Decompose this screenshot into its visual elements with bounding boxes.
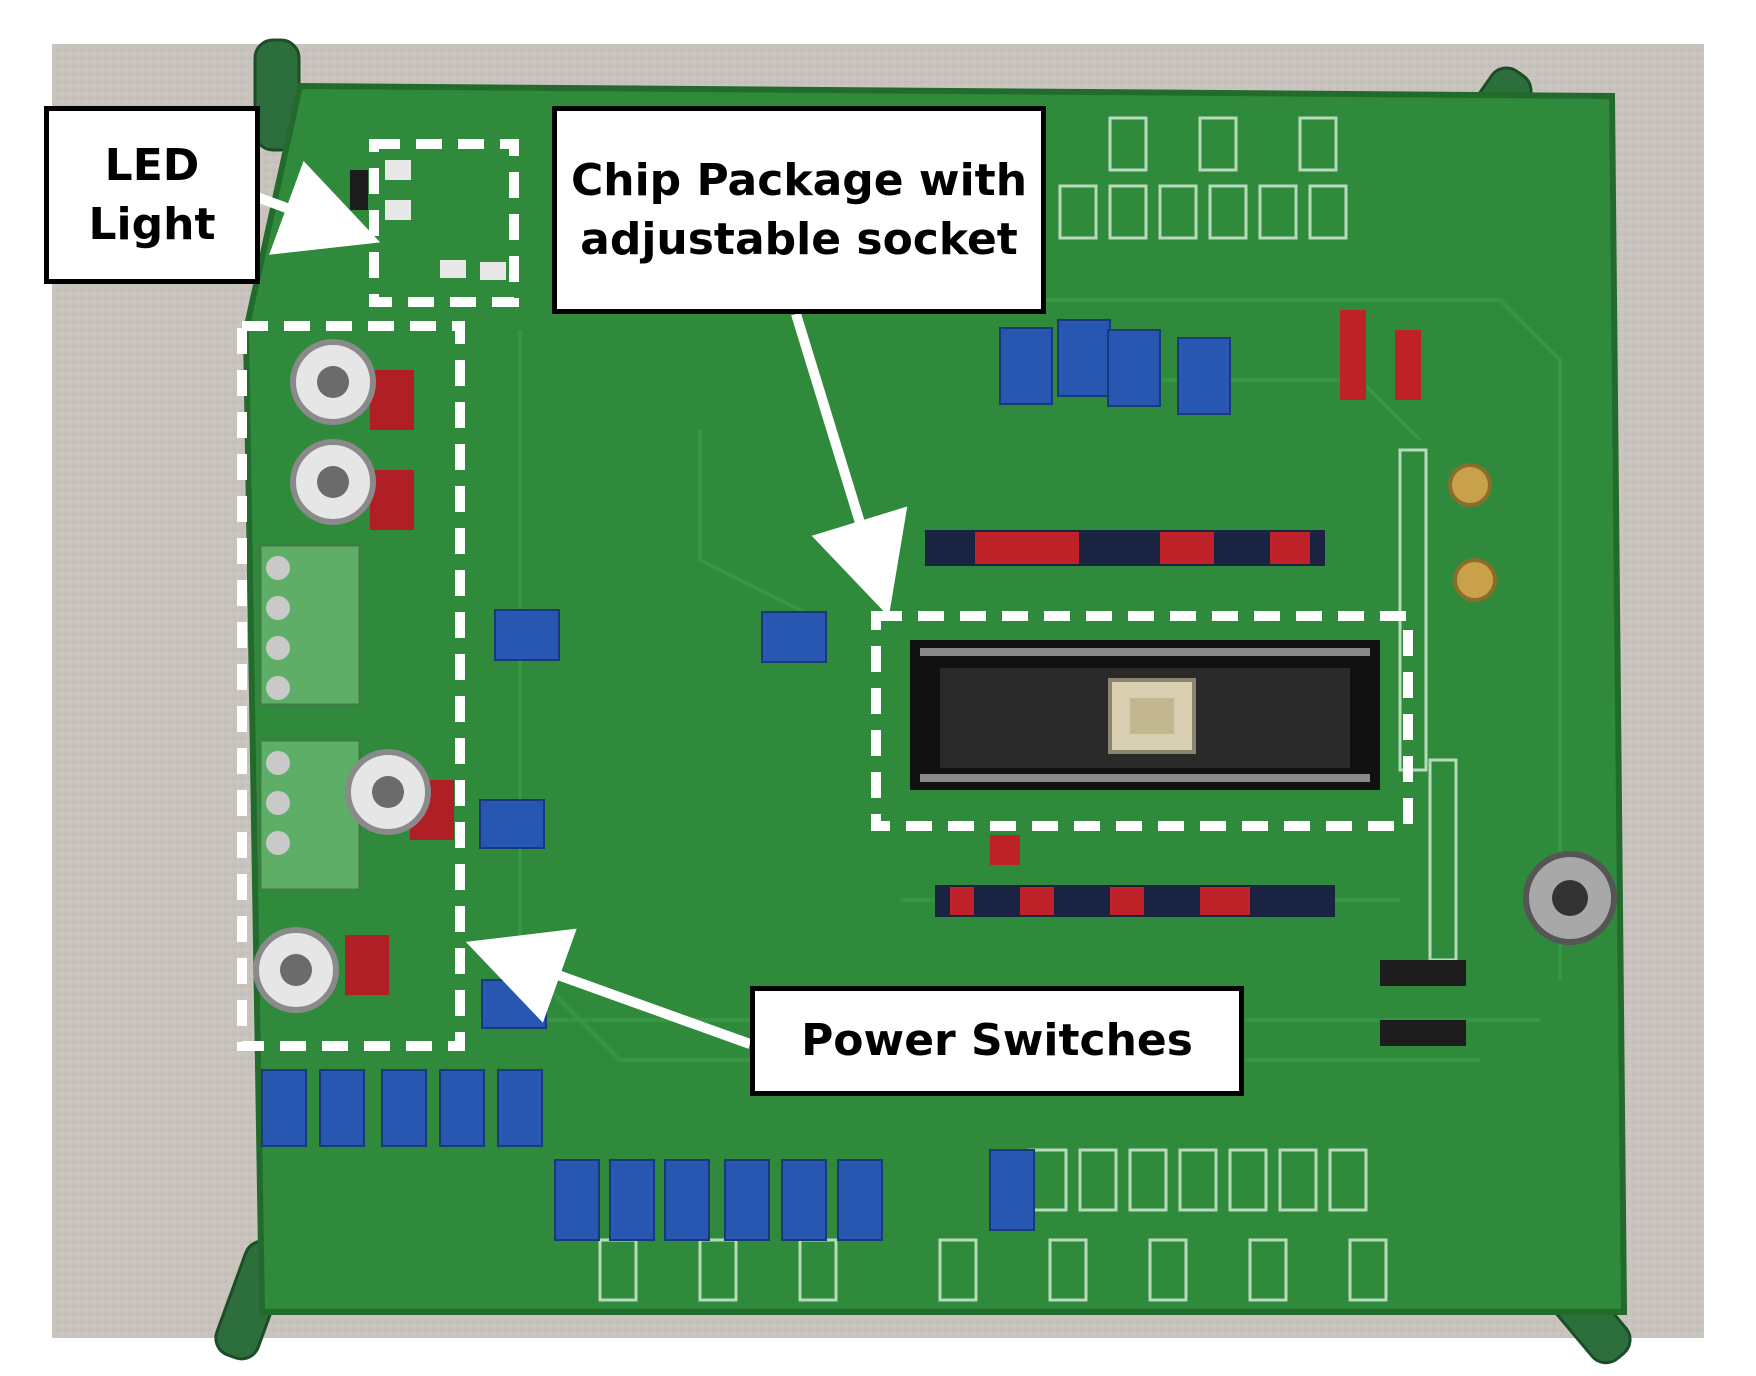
led-light-callout: LED Light (44, 106, 260, 284)
led-arrow (252, 160, 381, 255)
toggle-switch (345, 749, 454, 840)
chip-highlight-box (871, 611, 1413, 831)
power-switch-highlight-box (237, 321, 465, 1051)
toggle-switch (290, 439, 414, 530)
jumper-headers (925, 310, 1421, 917)
power-arrow (465, 928, 752, 1049)
chip-socket (910, 640, 1380, 790)
toggle-switch (253, 927, 389, 1013)
power-switches-label: Power Switches (801, 1015, 1193, 1067)
connectors (1380, 463, 1617, 1046)
terminal-block (258, 738, 362, 892)
callout-arrows (252, 160, 908, 1049)
power-switch-components (253, 339, 454, 1013)
terminal-block (258, 543, 362, 707)
chip-arrow (791, 312, 908, 617)
toggle-switch (290, 339, 414, 430)
led-light-label: LED Light (88, 139, 216, 250)
chip-package-callout: Chip Package with adjustable socket (552, 106, 1046, 314)
power-switches-callout: Power Switches (750, 986, 1244, 1096)
chip-package-label: Chip Package with adjustable socket (570, 154, 1028, 265)
